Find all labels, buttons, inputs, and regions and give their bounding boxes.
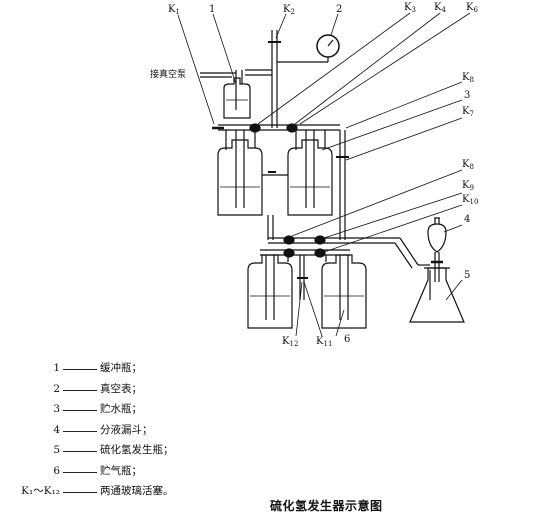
label-k12: K12 — [282, 336, 298, 348]
legend-key: 2 — [53, 382, 60, 395]
figure-caption: 硫化氢发生器示意图 — [270, 499, 383, 513]
label-k10: K10 — [462, 194, 478, 206]
main-manifold-pipe — [212, 30, 340, 133]
label-n3: 3 — [464, 90, 470, 101]
gas-bottle-right — [321, 254, 367, 329]
label-k8-top: K8 — [462, 72, 474, 84]
label-n2: 2 — [336, 4, 342, 15]
legend-dash — [63, 399, 97, 411]
label-k4: K4 — [434, 2, 446, 14]
legend-dash — [63, 420, 97, 432]
legend-row: 1 缓冲瓶； — [8, 358, 268, 379]
legend-row: 6 贮气瓶； — [8, 461, 268, 482]
drain-tubes — [297, 255, 308, 300]
gas-bottle-left — [247, 254, 293, 329]
lower-manifold — [260, 215, 430, 269]
legend-key: 4 — [53, 423, 60, 436]
label-n6: 6 — [344, 334, 350, 345]
legend: 1 缓冲瓶； 2 真空表； 3 贮水瓶； 4 分液漏斗； 5 硫化氢发生瓶； 6 贮气瓶； K₁～K₁₂… — [8, 358, 268, 502]
water-bottle-right — [262, 130, 349, 240]
buffer-bottle — [200, 70, 251, 119]
label-vacuum-pump: 接真空泵 — [150, 68, 186, 80]
vacuum-gauge — [277, 34, 340, 63]
separatory-funnel — [427, 217, 447, 282]
legend-dash — [63, 481, 97, 493]
part-labels: K1 1 K2 2 K3 K4 K6 K8 3 K7 K8 K9 K10 4 5… — [150, 2, 478, 348]
legend-text: 两通玻璃活塞。 — [100, 485, 174, 497]
legend-text: 贮气瓶； — [100, 464, 142, 477]
legend-dash — [63, 379, 97, 391]
legend-key: K₁～K₁₂ — [21, 485, 60, 497]
legend-dash — [63, 440, 97, 452]
legend-text: 贮水瓶； — [100, 403, 142, 415]
legend-key: 3 — [53, 403, 60, 415]
legend-row: 3 贮水瓶； — [8, 399, 268, 420]
label-n4: 4 — [464, 214, 470, 225]
legend-text: 分液漏斗； — [100, 423, 153, 436]
legend-text: 缓冲瓶； — [100, 362, 142, 374]
leader-lines — [177, 12, 471, 337]
label-k6: K6 — [466, 2, 478, 14]
label-n5: 5 — [464, 270, 470, 281]
label-k8: K8 — [462, 159, 474, 171]
legend-key: 5 — [53, 444, 60, 456]
legend-text: 真空表； — [100, 382, 142, 395]
legend-row: 5 硫化氢发生瓶； — [8, 440, 268, 461]
legend-text: 硫化氢发生瓶； — [100, 444, 174, 456]
label-k9: K9 — [462, 180, 474, 192]
legend-dash — [63, 358, 97, 370]
legend-row: 2 真空表； — [8, 379, 268, 400]
label-k3: K3 — [404, 2, 416, 14]
legend-dash — [63, 461, 97, 473]
label-k2: K2 — [283, 4, 295, 16]
legend-key: 6 — [53, 464, 60, 477]
label-k7: K7 — [462, 106, 474, 118]
label-k11: K11 — [316, 336, 332, 348]
label-k1: K1 — [168, 4, 180, 16]
label-n1: 1 — [209, 4, 215, 15]
generator-flask — [409, 267, 465, 323]
water-bottle-left — [217, 130, 263, 216]
legend-key: 1 — [53, 362, 60, 374]
legend-row: 4 分液漏斗； — [8, 420, 268, 441]
legend-row: K₁～K₁₂ 两通玻璃活塞。 — [8, 481, 268, 502]
